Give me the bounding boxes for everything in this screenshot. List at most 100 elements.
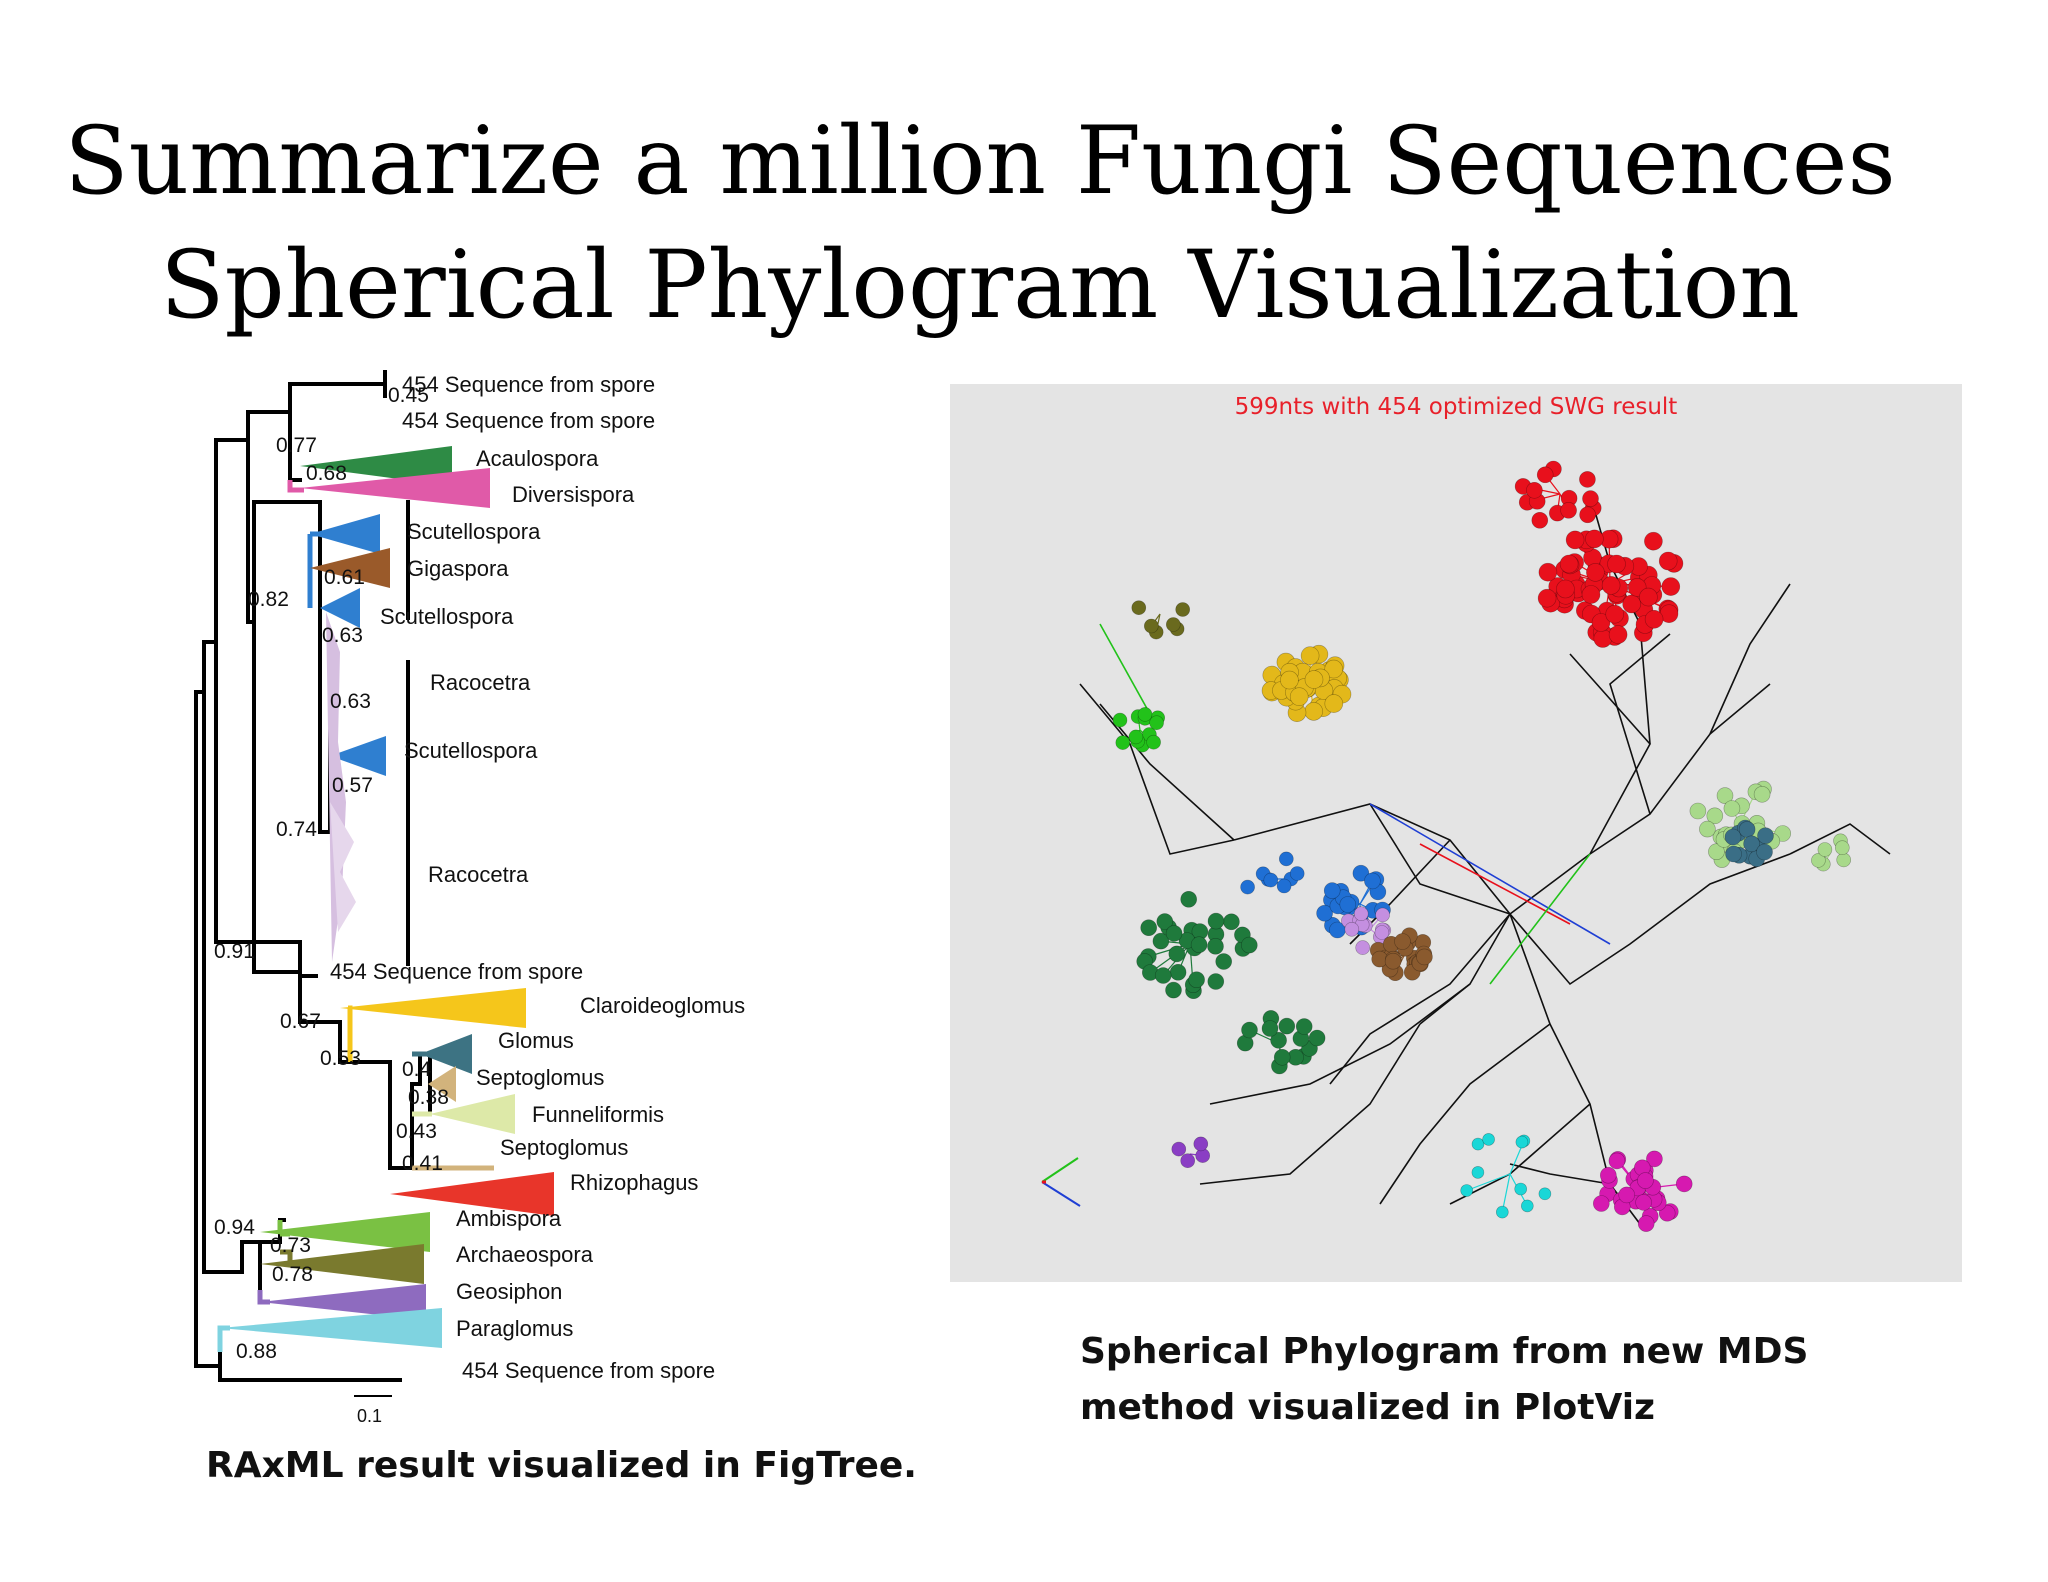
plot-point xyxy=(1637,1215,1655,1232)
clade-stem-archaeospora xyxy=(280,1249,293,1264)
plot-point xyxy=(1607,554,1626,574)
clade-wedge-racocetra-light xyxy=(330,802,356,932)
support-value: 0.73 xyxy=(270,1234,311,1257)
tree-leaf-label: Rhizophagus xyxy=(570,1170,698,1195)
scale-bar-label: 0.1 xyxy=(357,1406,382,1426)
plot-point xyxy=(1375,907,1390,923)
plot-point xyxy=(1180,1153,1195,1169)
plot-point xyxy=(1270,1031,1287,1049)
branch-091 xyxy=(202,438,302,944)
plot-point xyxy=(1384,952,1402,970)
plot-point xyxy=(1169,963,1187,981)
plot-point xyxy=(1531,512,1549,529)
support-value: 0.88 xyxy=(236,1340,277,1363)
slide-title: Summarize a million Fungi Sequences Sphe… xyxy=(0,100,1960,348)
plot-point xyxy=(1581,585,1601,604)
support-value: 0.38 xyxy=(408,1086,449,1109)
tree-leaf-label: 454 Sequence from spore xyxy=(462,1358,715,1383)
phylogenetic-tree-panel: 454 Sequence from spore 454 Sequence from… xyxy=(180,370,820,1432)
plot-colored-branch xyxy=(1489,853,1591,985)
plot-point xyxy=(1149,715,1164,731)
plot-point xyxy=(1646,1150,1663,1168)
plot-point xyxy=(1154,967,1172,984)
tree-branches xyxy=(194,370,432,1382)
plot-colored-branch xyxy=(1099,623,1151,715)
tree-leaf-labels: 454 Sequence from spore 454 Sequence from… xyxy=(330,372,745,1383)
plot-point xyxy=(1708,843,1725,861)
plot-colored-branch xyxy=(1419,843,1571,925)
axis-gizmo xyxy=(1041,1157,1081,1207)
plot-branch xyxy=(1509,853,1791,986)
support-value: 0.63 xyxy=(330,690,371,713)
plot-point xyxy=(1175,602,1190,617)
plot-point xyxy=(1364,872,1381,890)
plot-point xyxy=(1836,852,1852,868)
tree-leaf-label: Scutellospora xyxy=(380,604,514,629)
plot-point xyxy=(1756,843,1773,861)
tree-leaf-label: Archaeospora xyxy=(456,1242,594,1267)
plot-point xyxy=(1699,820,1716,838)
plot-point xyxy=(1394,933,1411,950)
plot-point xyxy=(1339,896,1357,913)
tree-leaf-label: Scutellospora xyxy=(404,738,538,763)
plot-point xyxy=(1585,529,1604,549)
plot-point xyxy=(1144,618,1159,634)
plot-point xyxy=(1263,872,1279,888)
plot-point xyxy=(1644,531,1663,551)
plot-point xyxy=(1538,562,1558,582)
plot-point xyxy=(1166,617,1181,632)
plot-point xyxy=(1316,904,1333,922)
plot-point xyxy=(1156,913,1174,930)
plot-point xyxy=(1131,600,1147,615)
plot-branch xyxy=(1509,1163,1611,1185)
tree-leaf-label: Paraglomus xyxy=(456,1316,573,1341)
plot-leaf-branch xyxy=(1466,1173,1511,1192)
support-value: 0.68 xyxy=(306,462,347,485)
support-value: 0.57 xyxy=(332,774,373,797)
clade-wedge-scutellospora xyxy=(320,588,360,628)
plot-point xyxy=(1240,879,1255,895)
clade-wedge-archaeospora xyxy=(260,1244,424,1284)
tree-leaf-label: Geosiphon xyxy=(456,1279,562,1304)
plot-point xyxy=(1716,787,1734,804)
clade-stem-paraglomus xyxy=(217,1325,230,1352)
plot-branch xyxy=(1209,983,1471,1105)
plot-point xyxy=(1725,845,1742,863)
tree-leaf-label: Ambispora xyxy=(456,1206,562,1231)
support-value: 0.78 xyxy=(272,1263,313,1286)
plotviz-panel: 599nts with 454 optimized SWG result xyxy=(950,384,1962,1282)
clade-wedge-claroideoglomus xyxy=(340,988,526,1028)
plot-branch xyxy=(1709,583,1791,735)
branch-glom-block xyxy=(298,940,414,1170)
mds-phylogram-plot: 599nts with 454 optimized SWG result xyxy=(1041,394,1891,1232)
plot-point xyxy=(1536,466,1554,484)
plot-point xyxy=(1308,1029,1326,1047)
plot-point xyxy=(1276,878,1292,894)
plot-point xyxy=(1240,936,1258,954)
plot-point xyxy=(1278,1017,1296,1035)
branch-scut-block xyxy=(252,500,322,974)
plot-point xyxy=(1215,953,1233,970)
plot-point xyxy=(1482,1133,1495,1146)
plot-point xyxy=(1323,882,1341,899)
plot-point xyxy=(1592,1195,1610,1212)
plot-point xyxy=(1165,981,1182,999)
tree-leaf-label: 454 Sequence from spore xyxy=(330,959,583,984)
clade-wedge-glomus xyxy=(420,1034,472,1074)
plot-point xyxy=(1591,613,1611,632)
tree-leaf-label: Septoglomus xyxy=(476,1065,604,1090)
plot-point xyxy=(1593,629,1613,648)
tree-leaf-label: Acaulospora xyxy=(476,446,599,471)
plot-point xyxy=(1515,1135,1529,1149)
plot-point xyxy=(1743,835,1760,853)
tree-leaf-label: 454 Sequence from spore xyxy=(402,372,655,397)
plot-point xyxy=(1582,490,1599,507)
plot-point xyxy=(1658,1204,1676,1222)
clade-wedge-gigaspora xyxy=(310,548,390,588)
plot-point xyxy=(1190,936,1208,954)
plot-point xyxy=(1278,851,1294,867)
caption-right-line-1: Spherical Phylogram from new MDS xyxy=(1080,1331,1809,1372)
clade-wedge-geosiphon xyxy=(260,1284,426,1320)
slide-title-line-1: Summarize a million Fungi Sequences xyxy=(64,107,1896,216)
clade-wedge-diversispora xyxy=(300,468,490,508)
